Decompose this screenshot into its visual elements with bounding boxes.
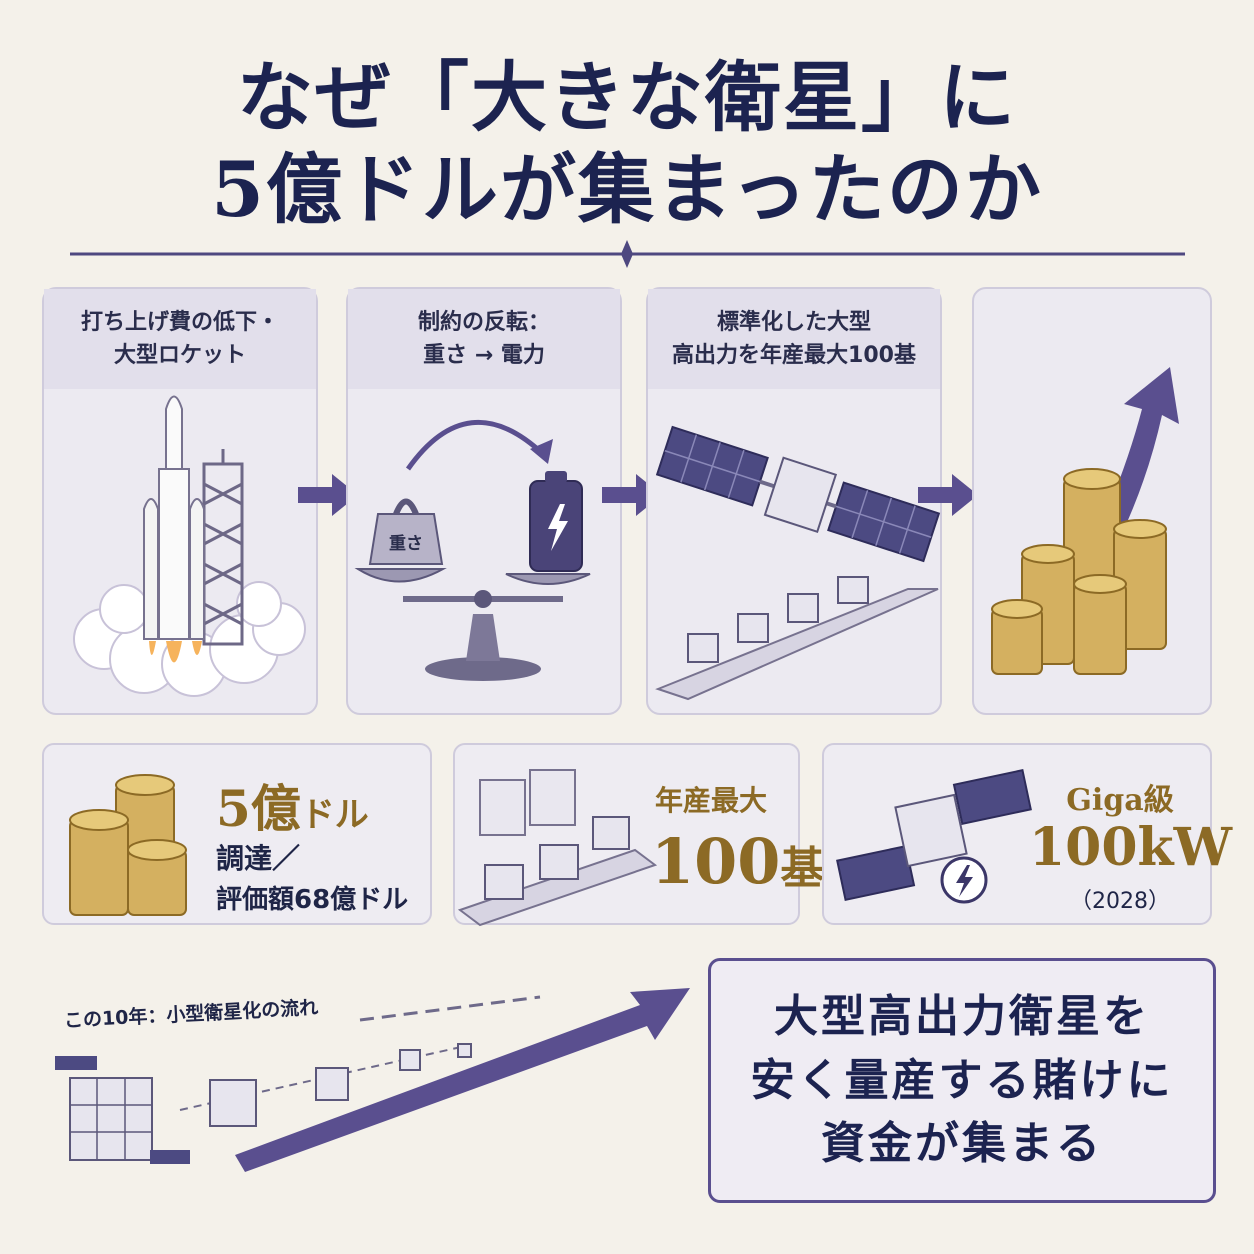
- step-3-line-1: 標準化した大型: [716, 310, 871, 335]
- step-3-line-2: 高出力を年産最大100基: [672, 343, 916, 368]
- title-line-1: なぜ「大きな衛星」に: [237, 53, 1017, 142]
- satellite-power-icon: [836, 769, 1032, 904]
- satellite-assembly-illustration: [655, 425, 941, 701]
- step-3-header: 標準化した大型 高出力を年産最大100基: [648, 289, 940, 389]
- production-count: 100: [651, 825, 781, 898]
- step-2-header: 制約の反転： 重さ → 電力: [348, 289, 620, 389]
- production-unit: 基: [780, 843, 825, 894]
- small-satellite-trend-illustration: [55, 988, 690, 1172]
- funding-line-2: 評価額68億ドル: [216, 885, 409, 915]
- title-divider: [70, 240, 1185, 268]
- coin-stack-icon: [69, 774, 187, 916]
- lightning-icon: [956, 865, 973, 897]
- production-label: 年産最大: [655, 784, 768, 817]
- step-1-header: 打ち上げ費の低下・ 大型ロケット: [44, 289, 316, 389]
- growth-arrow-icon: [1104, 367, 1179, 529]
- step-panel-satellite-production: 標準化した大型 高出力を年産最大100基: [646, 287, 942, 715]
- stat-card-funding: 5億ドル 調達／ 評価額68億ドル: [42, 743, 432, 925]
- step-1-line-2: 大型ロケット: [113, 343, 246, 368]
- power-label: Giga級: [1066, 783, 1174, 818]
- balance-scale-illustration: 重さ: [354, 419, 591, 681]
- step-2-line-1: 制約の反転：: [417, 310, 550, 335]
- funding-unit: ドル: [300, 795, 369, 835]
- rocket-launch-illustration: [73, 395, 306, 697]
- diamond-ornament-icon: [621, 240, 633, 268]
- callout-line-1: 大型高出力衛星を: [774, 990, 1150, 1042]
- flow-arrow-icon: [298, 474, 358, 516]
- power-year: （2028）: [1070, 889, 1170, 914]
- power-value: 100kW: [1029, 817, 1232, 878]
- step-panel-scale: 重さ 制約の反転： 重さ → 電力: [346, 287, 622, 715]
- funding-line-1: 調達／: [216, 842, 301, 875]
- coin-stacks-growth-illustration: [991, 367, 1179, 675]
- step-2-line-2: 重さ → 電力: [423, 343, 545, 368]
- step-1-line-1: 打ち上げ費の低下・: [80, 310, 279, 335]
- curved-arrow-icon: [530, 439, 553, 464]
- trend-arrow-icon: [235, 988, 690, 1172]
- stat-card-production: 年産最大 100基: [453, 743, 824, 927]
- title-line-2: 5億ドルが集まったのか: [211, 145, 1043, 234]
- callout-line-2: 安く量産する賭けに: [750, 1054, 1174, 1106]
- weight-label: 重さ: [389, 533, 423, 554]
- lightning-icon: [548, 504, 568, 551]
- funding-amount: 5億: [216, 779, 301, 838]
- conclusion-callout: 大型高出力衛星を 安く量産する賭けに 資金が集まる: [708, 958, 1216, 1203]
- step-panel-investment-growth: [972, 287, 1212, 715]
- stat-card-power: Giga級 100kW （2028）: [822, 743, 1232, 925]
- flow-arrow-icon: [918, 474, 978, 516]
- step-panel-rocket: 打ち上げ費の低下・ 大型ロケット: [42, 287, 318, 715]
- factory-line-icon: [457, 769, 658, 927]
- callout-line-3: 資金が集まる: [821, 1118, 1103, 1170]
